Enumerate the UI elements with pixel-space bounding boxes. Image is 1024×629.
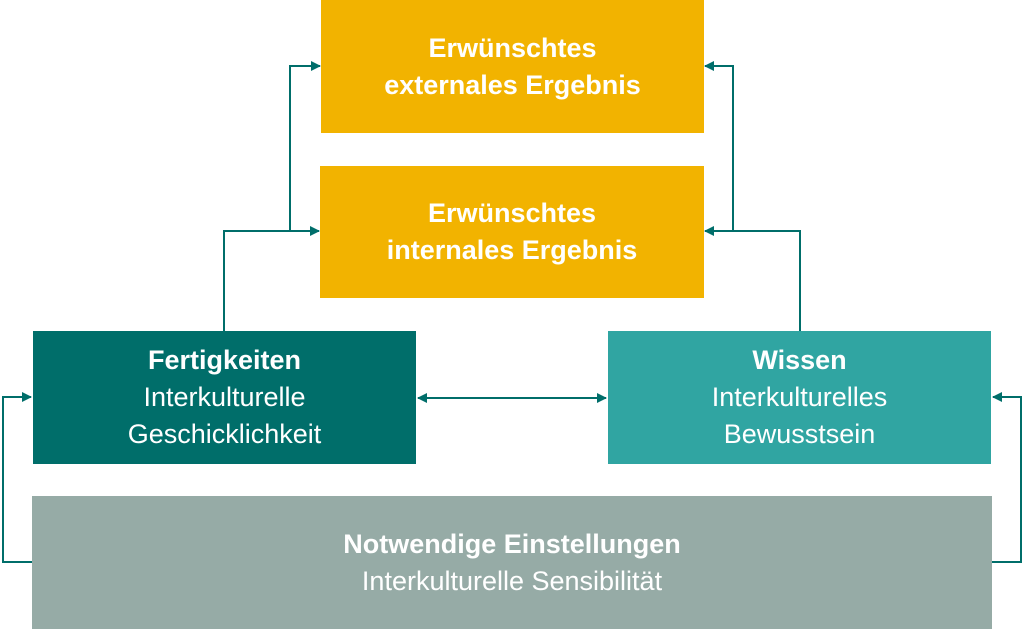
attitudes-box: Notwendige Einstellungen Interkulturelle… xyxy=(32,496,992,629)
knowledge-line2: Bewusstsein xyxy=(723,419,876,449)
skills-line1: Interkulturelle xyxy=(143,382,306,412)
attitudes-title: Notwendige Einstellungen xyxy=(343,528,681,559)
external-outcome-line1: Erwünschtes xyxy=(428,32,597,63)
skills-line2: Geschicklichkeit xyxy=(127,419,322,449)
arrow-skills-to-external xyxy=(289,61,321,231)
desired-external-outcome-box: Erwünschtes externales Ergebnis xyxy=(321,0,704,133)
attitudes-line1: Interkulturelle Sensibilität xyxy=(361,565,663,596)
arrow-skills-to-internal xyxy=(223,226,320,331)
arrow-knowledge-to-internal xyxy=(704,226,801,331)
knowledge-box: Wissen Interkulturelles Bewusstsein xyxy=(608,331,991,464)
connector-lines xyxy=(2,61,1022,563)
internal-outcome-line2: internales Ergebnis xyxy=(386,235,638,265)
arrow-knowledge-to-external xyxy=(704,61,734,231)
knowledge-title: Wissen xyxy=(752,345,847,375)
external-outcome-line2: externales Ergebnis xyxy=(384,69,641,100)
skills-box: Fertigkeiten Interkulturelle Geschicklic… xyxy=(33,331,416,464)
desired-internal-outcome-box: Erwünschtes internales Ergebnis xyxy=(320,166,704,298)
skills-title: Fertigkeiten xyxy=(147,345,302,375)
internal-outcome-line1: Erwünschtes xyxy=(427,198,597,228)
knowledge-line1: Interkulturelles xyxy=(711,382,888,412)
arrow-attitudes-to-skills xyxy=(2,392,32,563)
arrow-attitudes-to-knowledge xyxy=(992,392,1022,563)
